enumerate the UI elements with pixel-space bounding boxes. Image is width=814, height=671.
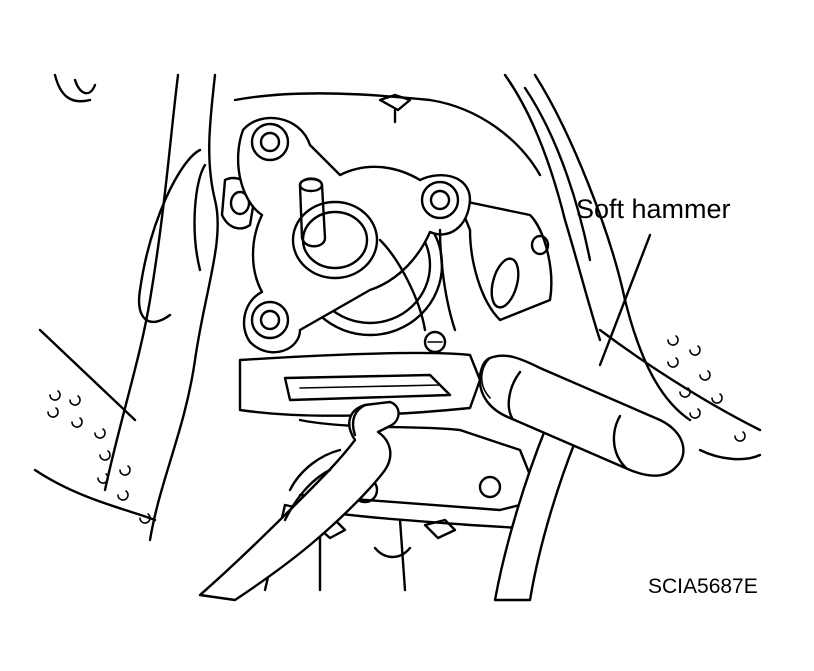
soft-hammer-icon: [478, 354, 685, 602]
callout-soft-hammer: Soft hammer: [576, 194, 731, 224]
companion-flange-icon: [236, 116, 472, 354]
hand-icon: [198, 400, 400, 602]
figure-code: SCIA5687E: [648, 575, 758, 598]
casting-dots: [47, 335, 746, 524]
callout-leader-line: [598, 233, 652, 367]
transmission-housing-icon: [33, 73, 762, 592]
